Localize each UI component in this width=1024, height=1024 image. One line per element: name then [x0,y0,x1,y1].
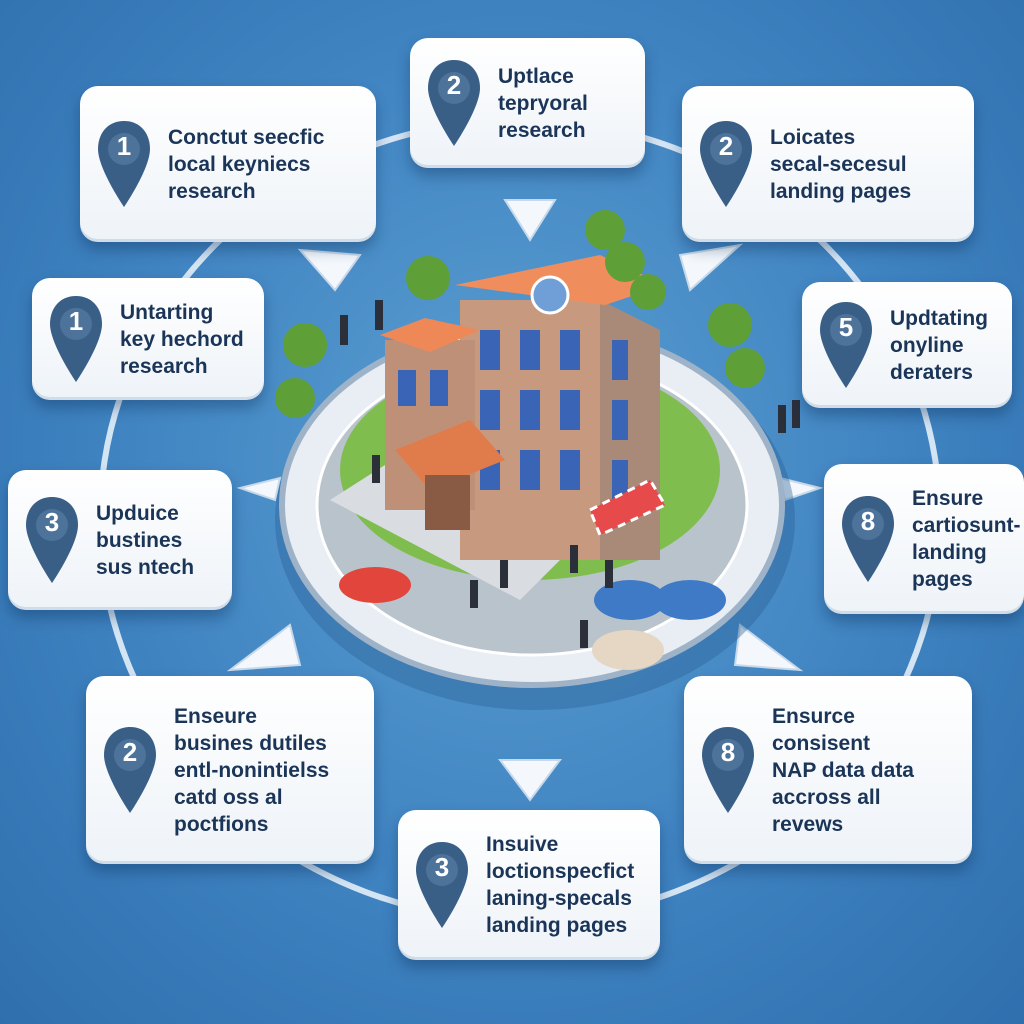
step-number: 8 [860,506,876,536]
central-illustration [275,210,800,710]
car-blue-1 [594,580,666,620]
step-number: 2 [446,70,462,100]
location-pin-icon: 1 [94,119,154,209]
step-number: 8 [720,737,736,767]
location-pin-icon: 8 [838,494,898,584]
arrow-top-right [678,243,744,292]
step-number: 3 [434,852,450,882]
step-number: 3 [44,507,60,537]
location-pin-icon: 2 [424,58,484,148]
step-number: 2 [718,131,734,161]
location-pin-icon: 3 [412,840,472,930]
people [340,300,800,648]
arrow-bottom [498,759,562,802]
step-number: 1 [68,306,84,336]
car-beige [592,630,664,670]
car-blue-2 [654,580,726,620]
location-pin-icon: 8 [698,725,758,815]
arrow-bottom-right [733,623,804,672]
shop-awning [588,478,668,538]
location-pin-icon: 3 [22,495,82,585]
location-pin-icon: 1 [46,294,106,384]
location-pin-icon: 2 [696,119,756,209]
step-number: 2 [122,737,138,767]
roof-emblem [530,275,570,315]
step-number: 1 [116,131,132,161]
building-windows [398,330,628,500]
car-red [339,567,411,603]
wing-roof [380,318,480,352]
step-number: 5 [838,312,854,342]
location-pin-icon: 5 [816,300,876,390]
arrow-left [236,476,282,502]
entrance-canopy [395,420,505,490]
arrow-top-left [297,248,362,292]
arrow-bottom-left [226,623,302,672]
trees [275,210,765,418]
entrance-door [425,475,470,530]
arrow-top [503,199,557,242]
location-pin-icon: 2 [100,725,160,815]
